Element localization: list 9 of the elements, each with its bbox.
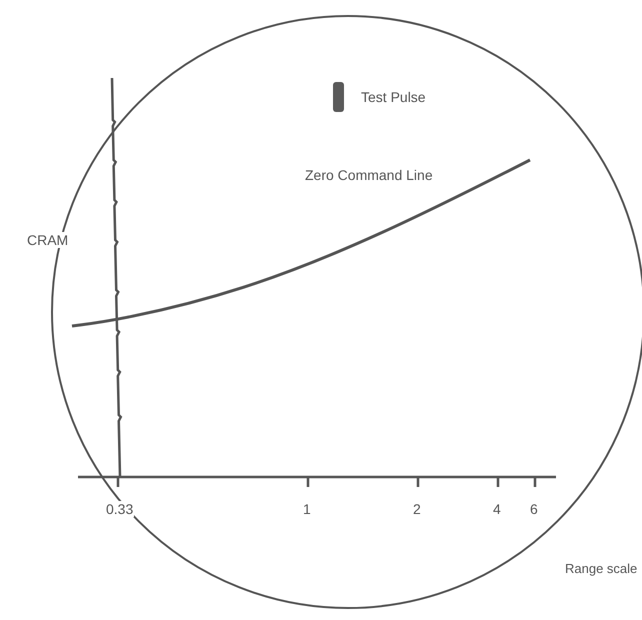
axis-label: Range scale (564, 561, 638, 577)
trace-label: CRAM (26, 232, 70, 248)
tick-label: 4 (492, 501, 502, 517)
tick-label: 0.33 (105, 501, 134, 517)
tick-label: 2 (412, 501, 422, 517)
tick-label: 6 (529, 501, 539, 517)
tick-label: 1 (302, 501, 312, 517)
legend-label: Test Pulse (360, 89, 427, 105)
trace-label: Zero Command Line (304, 167, 434, 183)
